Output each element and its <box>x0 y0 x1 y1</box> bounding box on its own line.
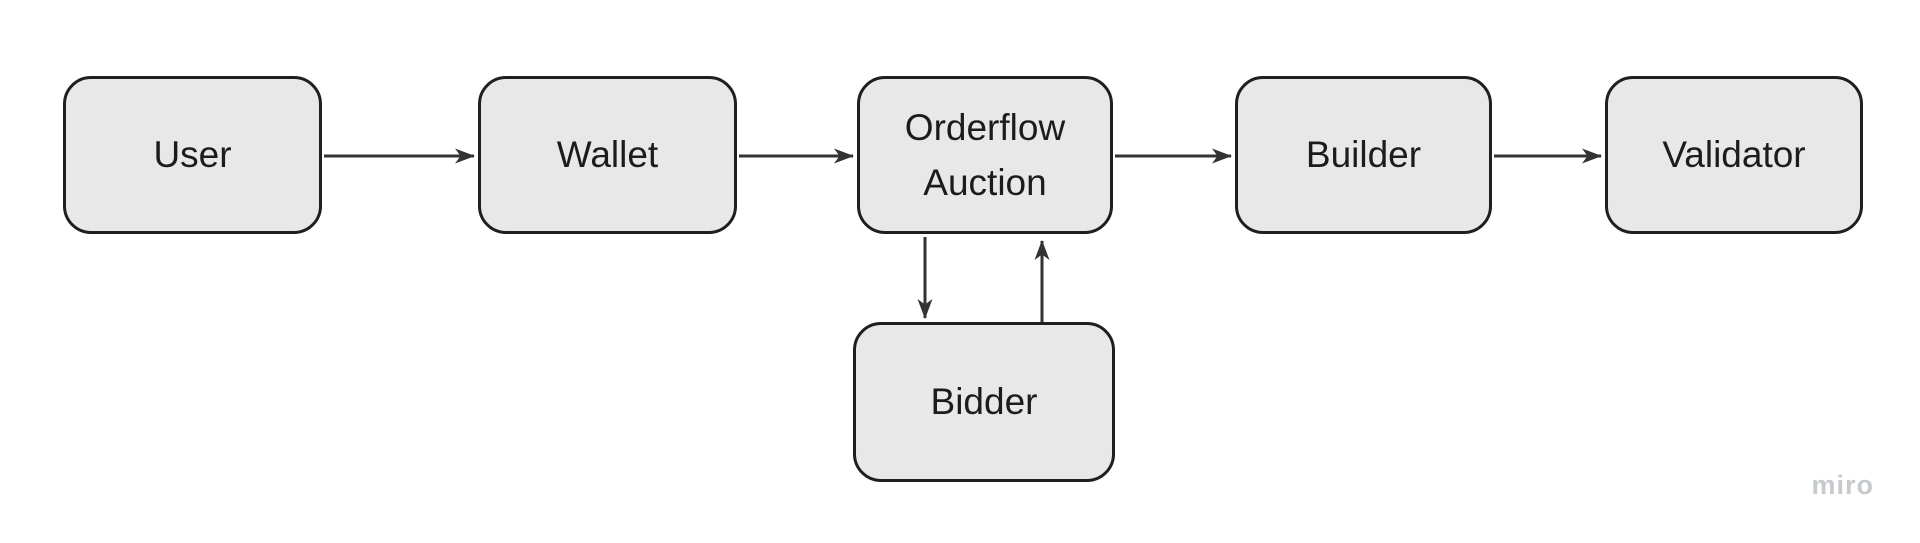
node-wallet[interactable]: Wallet <box>478 76 737 234</box>
node-builder[interactable]: Builder <box>1235 76 1492 234</box>
node-validator-label: Validator <box>1662 134 1806 176</box>
node-validator[interactable]: Validator <box>1605 76 1863 234</box>
node-builder-label: Builder <box>1305 134 1422 176</box>
node-user-label: User <box>153 134 232 176</box>
node-orderflow-auction-label: Orderflow Auction <box>904 106 1066 204</box>
node-user[interactable]: User <box>63 76 322 234</box>
node-orderflow-auction[interactable]: Orderflow Auction <box>857 76 1113 234</box>
miro-watermark: miro <box>1811 470 1874 500</box>
node-wallet-label: Wallet <box>556 134 659 176</box>
node-bidder[interactable]: Bidder <box>853 322 1115 482</box>
node-bidder-label: Bidder <box>930 381 1038 423</box>
